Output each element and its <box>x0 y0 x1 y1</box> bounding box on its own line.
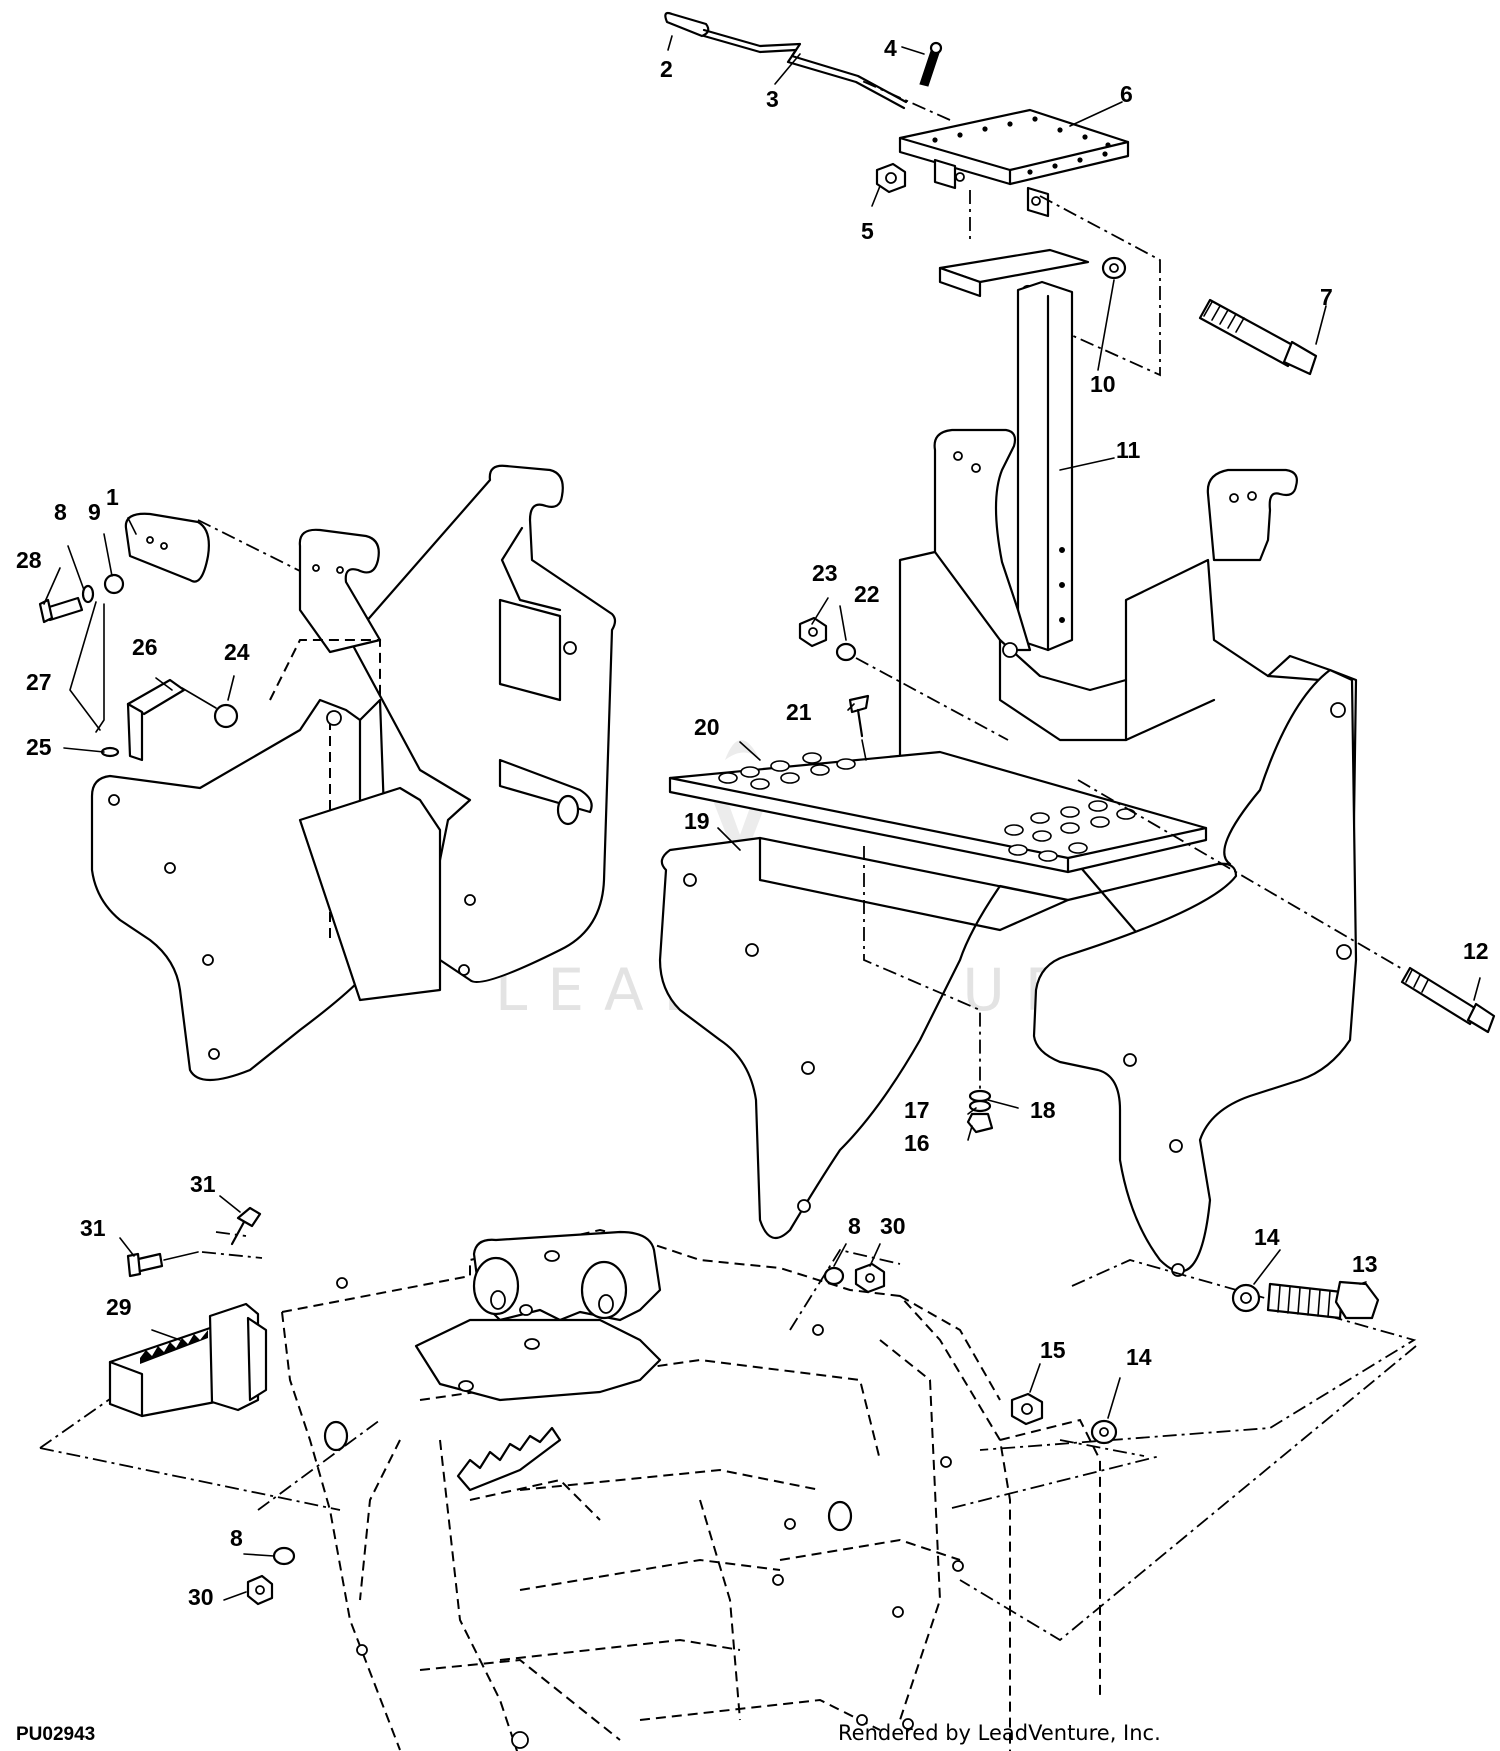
callout-8-mid: 8 <box>848 1213 861 1239</box>
callout-30-upper: 30 <box>880 1213 906 1239</box>
callout-13: 13 <box>1352 1251 1378 1277</box>
callout-18: 18 <box>1030 1097 1056 1123</box>
callout-9: 9 <box>88 499 101 525</box>
callout-25: 25 <box>26 734 52 760</box>
callout-1: 1 <box>106 484 119 510</box>
callout-5: 5 <box>861 218 874 244</box>
right-mount-assembly <box>658 428 1496 1277</box>
callout-15: 15 <box>1040 1337 1066 1363</box>
callout-8-lower: 8 <box>230 1525 243 1551</box>
callout-23: 23 <box>812 560 838 586</box>
callout-10: 10 <box>1090 371 1116 397</box>
callout-12: 12 <box>1463 938 1489 964</box>
credit-text: Rendered by LeadVenture, Inc. <box>838 1721 1161 1745</box>
callout-17: 17 <box>904 1097 930 1123</box>
callout-3: 3 <box>766 86 779 112</box>
callout-7: 7 <box>1320 284 1333 310</box>
callout-30-lower: 30 <box>188 1584 214 1610</box>
callout-labels: 1 2 3 4 5 6 7 8 9 10 11 12 13 14 15 16 1… <box>16 35 1489 1610</box>
left-mount-assembly <box>38 464 617 1081</box>
callout-22: 22 <box>854 581 880 607</box>
lower-frame-assembly <box>39 1206 1417 1751</box>
callout-31-lower: 31 <box>80 1215 106 1241</box>
seat-post <box>1016 280 1074 652</box>
callout-16: 16 <box>904 1130 930 1156</box>
callout-27: 27 <box>26 669 52 695</box>
callout-6: 6 <box>1120 81 1133 107</box>
callout-8-upper: 8 <box>54 499 67 525</box>
callout-28: 28 <box>16 547 42 573</box>
callout-26: 26 <box>132 634 158 660</box>
callout-21: 21 <box>786 699 812 725</box>
diagram-code: PU02943 <box>16 1724 95 1745</box>
callout-31-upper: 31 <box>190 1171 216 1197</box>
callout-19: 19 <box>684 808 710 834</box>
callout-4: 4 <box>884 35 897 61</box>
callout-14-lower: 14 <box>1126 1344 1152 1370</box>
callout-20: 20 <box>694 714 720 740</box>
callout-leaders <box>43 35 1481 1601</box>
callout-24: 24 <box>224 639 250 665</box>
lever-assembly <box>664 11 1318 377</box>
callout-14-upper: 14 <box>1254 1224 1280 1250</box>
callout-29: 29 <box>106 1294 132 1320</box>
callout-11: 11 <box>1116 437 1141 463</box>
callout-2: 2 <box>660 56 673 82</box>
